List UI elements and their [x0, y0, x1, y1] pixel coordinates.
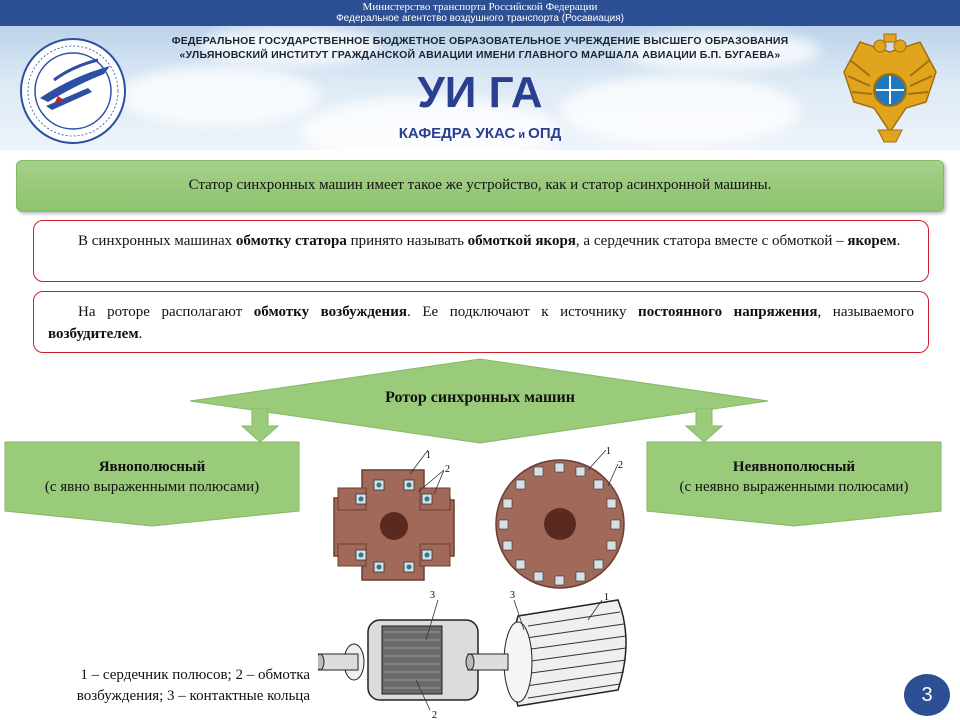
text-run: , а сердечник статора вместе с обмоткой …	[575, 233, 848, 249]
department: КАФЕДРА УКАС и ОПД	[330, 125, 630, 142]
excitation-definition-box: На роторе располагают обмотку возбуждени…	[33, 291, 929, 353]
salient-rotor-3d: 3 2	[318, 590, 479, 720]
salient-rotor-crosssection: 1 2	[333, 449, 455, 581]
bold-term: обмотку возбуждения	[253, 304, 407, 320]
dept-name-a: КАФЕДРА УКАС	[398, 125, 516, 142]
excitation-paragraph: На роторе располагают обмотку возбуждени…	[48, 301, 914, 345]
figure-legend: 1 – сердечник полюсов; 2 – обмотка возбу…	[10, 665, 310, 707]
arrow-down-right-icon	[684, 408, 724, 443]
header: ФЕДЕРАЛЬНОЕ ГОСУДАРСТВЕННОЕ БЮДЖЕТНОЕ ОБ…	[0, 26, 960, 150]
armature-definition-box: В синхронных машинах обмотку статора при…	[33, 220, 929, 282]
bold-term: постоянного напряжения	[638, 304, 818, 320]
label-2: 2	[432, 710, 437, 720]
salient-pole-subtitle: (с явно выраженными полюсами)	[44, 479, 260, 495]
bold-term: обмотку статора	[235, 233, 347, 249]
dept-and: и	[515, 129, 529, 141]
bold-term: якорем	[847, 233, 897, 249]
stator-banner: Статор синхронных машин имеет такое же у…	[16, 160, 944, 212]
label-1: 1	[604, 592, 609, 603]
rotor-diamond-shape	[190, 358, 769, 444]
ministry-bar: Министерство транспорта Российской Федер…	[0, 0, 960, 26]
salient-pole-label: Явнополюсный (с явно выраженными полюсам…	[4, 457, 300, 497]
nonsalient-rotor-3d: 3 1	[465, 590, 627, 707]
salient-pole-title: Явнополюсный	[98, 459, 206, 475]
bold-term: возбудителем	[48, 326, 139, 342]
ministry-line2: Федеральное агентство воздушного транспо…	[336, 13, 624, 24]
text-run: .	[138, 326, 143, 342]
label-2: 2	[445, 464, 450, 475]
rotor-diagrams: 1 2 1 2	[318, 446, 627, 720]
text-run: принято называть	[346, 233, 468, 249]
institute-logo-icon	[20, 38, 126, 144]
bold-term: обмоткой якоря	[467, 233, 576, 249]
non-salient-pole-subtitle: (с неявно выраженными полюсами)	[679, 479, 909, 495]
non-salient-pole-label: Неявнополюсный (с неявно выраженными пол…	[646, 457, 942, 497]
label-1: 1	[606, 446, 611, 457]
armature-paragraph: В синхронных машинах обмотку статора при…	[48, 230, 914, 252]
label-3: 3	[430, 590, 435, 601]
org-line1: ФЕДЕРАЛЬНОЕ ГОСУДАРСТВЕННОЕ БЮДЖЕТНОЕ ОБ…	[171, 35, 789, 47]
label-1: 1	[426, 450, 431, 461]
label-3: 3	[510, 590, 515, 601]
label-2: 2	[618, 460, 623, 471]
non-salient-pole-shape	[646, 441, 942, 527]
page-number-badge: 3	[904, 674, 950, 716]
organization-name: ФЕДЕРАЛЬНОЕ ГОСУДАРСТВЕННОЕ БЮДЖЕТНОЕ ОБ…	[130, 34, 830, 62]
page-title: УИ ГА	[417, 68, 543, 117]
org-line2: «УЛЬЯНОВСКИЙ ИНСТИТУТ ГРАЖДАНСКОЙ АВИАЦИ…	[179, 49, 781, 61]
eagle-emblem-icon	[843, 33, 937, 143]
salient-pole-shape	[4, 441, 300, 527]
arrow-down-left-icon	[240, 408, 280, 443]
text-run: , называемого	[817, 304, 914, 320]
ministry-line1: Министерство транспорта Российской Федер…	[362, 1, 598, 13]
banner-text: Статор синхронных машин имеет такое же у…	[188, 177, 772, 193]
text-run: .	[896, 233, 901, 249]
text-run: . Ее подключают к источнику	[406, 304, 639, 320]
non-salient-pole-title: Неявнополюсный	[732, 459, 856, 475]
legend-line1: 1 – сердечник полюсов; 2 – обмотка	[80, 667, 310, 683]
text-run: В синхронных машинах	[78, 233, 236, 249]
nonsalient-rotor-crosssection: 1 2	[495, 446, 625, 589]
text-run: На роторе располагают	[78, 304, 254, 320]
rotor-label: Ротор синхронных машин	[385, 389, 575, 406]
dept-name-b: ОПД	[528, 125, 562, 142]
legend-line2: возбуждения; 3 – контактные кольца	[76, 688, 310, 704]
